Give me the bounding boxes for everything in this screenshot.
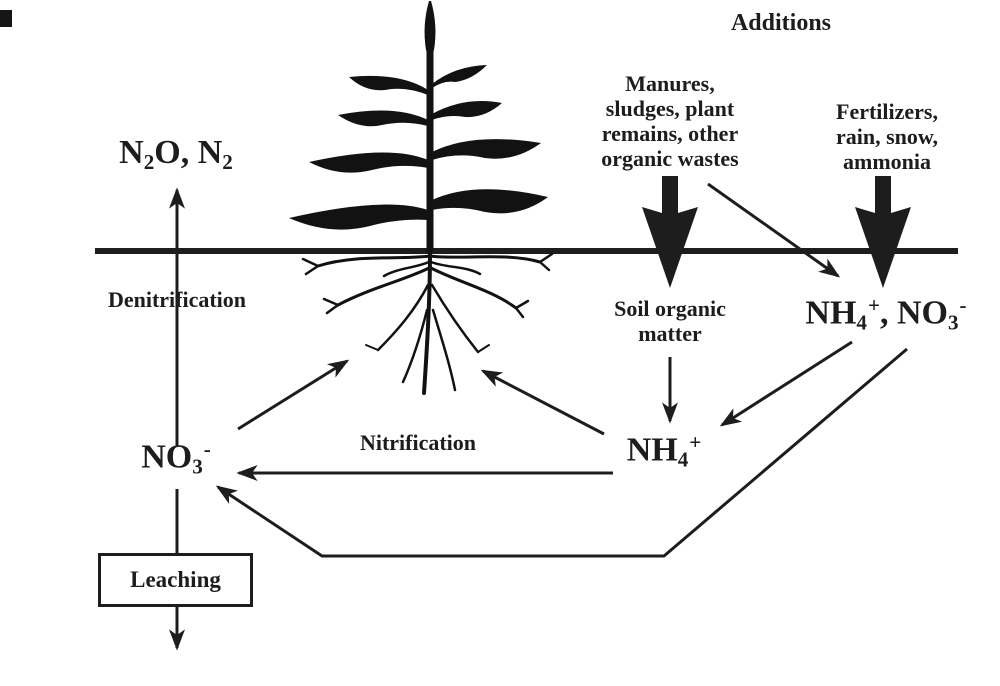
no3-sup: - (203, 437, 211, 461)
corn-plant-illustration (289, 1, 554, 395)
nh4-no3-sub1: 4 (856, 310, 867, 335)
nh4-no3-sup2: - (959, 293, 967, 317)
no3-uptake-arrow (237, 359, 350, 431)
nh4-uptake-arrow (480, 369, 605, 436)
nh4-no3-base1: NH (805, 294, 857, 332)
nitrification-label: Nitrification (359, 430, 477, 455)
fertilizers-label: Fertilizers, rain, snow, ammonia (835, 99, 939, 174)
n2o-n2-part1: N (119, 134, 144, 171)
nh4-no3-base2: NO (896, 294, 948, 332)
plant-stem (424, 1, 436, 252)
additions-label: Additions (730, 10, 832, 36)
nh4-no3-label: NH4+, NO3- (805, 293, 967, 335)
nh4-sup: + (689, 430, 702, 454)
leaching-box: Leaching (98, 553, 253, 607)
nh4-label: NH4+ (626, 430, 702, 472)
nh4no3-to-nh4-arrow (719, 340, 853, 427)
plant-leaves (289, 65, 548, 230)
denitrification-label: Denitrification (107, 287, 247, 312)
fertilizers-input-arrow (855, 176, 911, 288)
nh4-no3-separator: , (879, 294, 897, 332)
wastes-to-nh4no3-arrow (707, 182, 841, 278)
no3-label: NO3- (141, 437, 211, 479)
soil-organic-matter-label: Soil organic matter (614, 296, 726, 346)
nh4no3-to-no3-bypass-arrow (215, 347, 908, 558)
n2o-n2-label: N2O, N2 (119, 136, 233, 173)
nh4-sub: 4 (677, 447, 689, 472)
n2o-n2-sub1: 2 (143, 149, 155, 174)
no3-sub: 3 (192, 454, 203, 479)
manures-label: Manures, sludges, plant remains, other o… (601, 71, 739, 171)
plant-roots (301, 250, 554, 395)
leaching-label: Leaching (130, 567, 221, 592)
nh4-base: NH (626, 431, 678, 469)
nh4-no3-sub2: 3 (947, 310, 959, 335)
manures-input-arrow (642, 176, 698, 288)
n2o-n2-sub2: 2 (222, 149, 233, 174)
no3-base: NO (141, 438, 193, 476)
nh4-no3-sup1: + (867, 293, 880, 317)
scan-artifact (0, 10, 12, 27)
n2o-n2-part2: O, N (154, 134, 223, 171)
